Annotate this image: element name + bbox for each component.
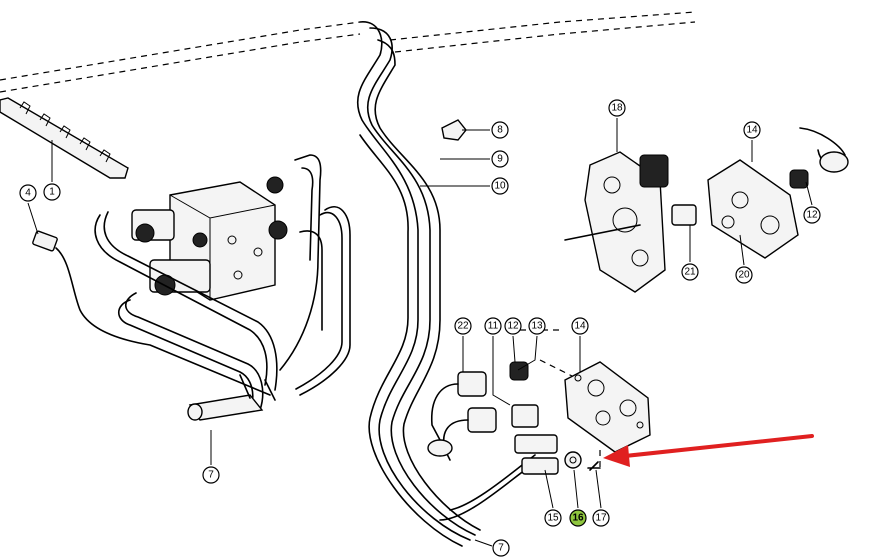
callout-16-highlighted: 16 [569, 509, 587, 527]
svg-text:11: 11 [488, 321, 499, 332]
svg-text:21: 21 [684, 267, 696, 278]
leader-lines [27, 118, 813, 547]
arrow-shaft [623, 434, 814, 458]
svg-text:4: 4 [25, 188, 31, 199]
arrow-head [603, 445, 630, 467]
svg-text:14: 14 [574, 321, 586, 332]
callout-9: 9 [491, 150, 509, 168]
svg-text:22: 22 [457, 321, 469, 332]
callout-1: 1 [43, 183, 61, 201]
svg-text:13: 13 [531, 321, 543, 332]
svg-text:7: 7 [498, 543, 504, 554]
svg-text:1: 1 [49, 187, 55, 198]
manifold-plate [564, 361, 651, 453]
callout-7-left: 7 [202, 466, 220, 484]
callout-21: 21 [681, 263, 699, 281]
svg-text:17: 17 [595, 513, 607, 524]
clip-part [441, 119, 467, 141]
callout-11: 11 [484, 317, 502, 335]
callout-22: 22 [454, 317, 472, 335]
svg-text:20: 20 [738, 270, 750, 281]
callout-4: 4 [19, 184, 37, 202]
rail-part [0, 97, 129, 179]
callout-8: 8 [491, 121, 509, 139]
callout-18: 18 [608, 99, 626, 117]
upper-right-assembly [564, 127, 849, 293]
main-hose-bundle [356, 21, 541, 547]
callout-13: 13 [528, 317, 546, 335]
callout-10: 10 [491, 177, 509, 195]
svg-text:16: 16 [572, 513, 584, 524]
pointer-arrow [603, 434, 814, 467]
svg-text:12: 12 [806, 210, 818, 221]
svg-text:12: 12 [507, 321, 519, 332]
callout-15: 15 [544, 509, 562, 527]
frame-outline [0, 11, 696, 470]
callout-12-bottom: 12 [504, 317, 522, 335]
svg-text:18: 18 [611, 103, 623, 114]
valve-block [131, 176, 288, 301]
callout-14-top: 14 [743, 121, 761, 139]
svg-text:8: 8 [497, 125, 503, 136]
fittings-cluster [427, 361, 601, 475]
svg-text:15: 15 [547, 513, 559, 524]
svg-text:10: 10 [494, 181, 506, 192]
sensor-part [32, 230, 271, 396]
svg-text:14: 14 [746, 125, 758, 136]
svg-text:7: 7 [208, 470, 214, 481]
callout-14-bottom: 14 [571, 317, 589, 335]
bracket-part [187, 374, 276, 421]
hose-lines [94, 154, 351, 411]
callout-17: 17 [592, 509, 610, 527]
callout-20: 20 [735, 266, 753, 284]
callout-7-bottom: 7 [492, 539, 510, 557]
callout-12-top: 12 [803, 206, 821, 224]
svg-text:9: 9 [497, 154, 503, 165]
